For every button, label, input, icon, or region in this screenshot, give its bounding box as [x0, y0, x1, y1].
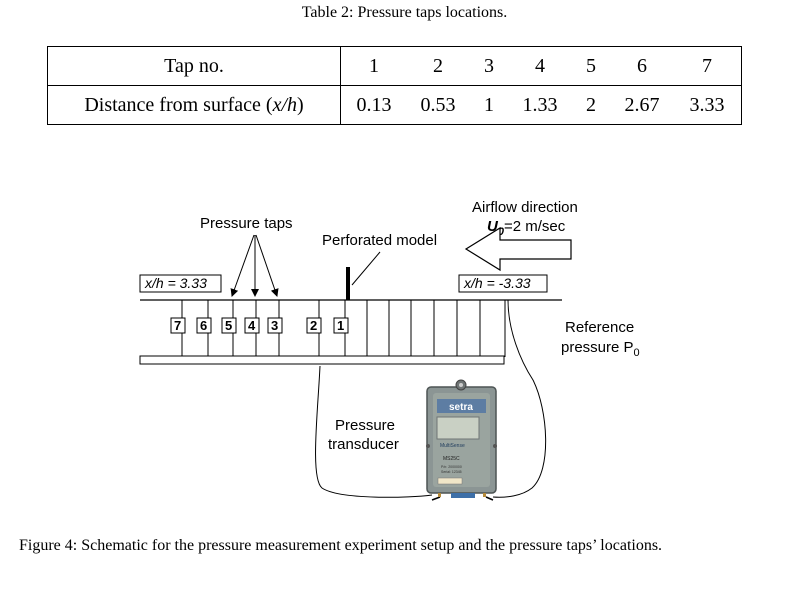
label-perforated-model: Perforated model: [322, 232, 437, 249]
distance-cell: 2: [571, 85, 611, 125]
label-transducer-line2: transducer: [328, 436, 399, 453]
svg-text:6: 6: [200, 318, 207, 333]
row-header-distance: Distance from surface (x/h): [47, 85, 341, 125]
tap-number-cell: 4: [509, 46, 571, 86]
label-pressure-taps: Pressure taps: [200, 215, 293, 232]
tap-box-3: 3: [267, 317, 283, 334]
tube-reference-pressure: [492, 299, 547, 498]
distance-header-close: ): [297, 93, 304, 116]
device-code: MS25C: [443, 456, 460, 462]
distance-header-text: Distance from surface (: [84, 93, 273, 116]
tap-box-6: 6: [196, 317, 212, 334]
label-airflow-direction: Airflow direction: [472, 199, 578, 216]
distance-cell: 3.33: [673, 85, 742, 125]
distance-header-var: x/h: [272, 93, 297, 116]
figure-caption: Figure 4: Schematic for the pressure mea…: [19, 537, 663, 554]
pressure-taps-table: Tap no. 1 2 3 4 5 6 7 Distance from surf…: [47, 46, 742, 125]
reference-subscript: 0: [634, 347, 640, 359]
experiment-schematic: Pressure taps Perforated model Airflow d…: [139, 199, 640, 501]
label-xh-left: x/h = 3.33: [144, 275, 207, 291]
svg-text:5: 5: [225, 318, 232, 333]
pressure-taps-arrows: [230, 234, 279, 297]
label-transducer-line1: Pressure: [335, 417, 395, 434]
reference-text: pressure P: [561, 339, 634, 356]
pressure-transducer-device: setra MultiSense MS25C P/n: 2000000 Seri…: [426, 379, 497, 498]
row-header-tap-no: Tap no.: [47, 46, 341, 86]
label-reference-line1: Reference: [565, 319, 634, 336]
tap-number-cell: 6: [611, 46, 673, 86]
airflow-arrow-icon: [464, 226, 572, 272]
svg-text:7: 7: [174, 318, 181, 333]
perforated-model: [346, 267, 350, 300]
distance-cell: 2.67: [611, 85, 673, 125]
tap-number-cell: 7: [673, 46, 742, 86]
distance-cell: 0.13: [340, 85, 407, 125]
device-small-2: Serial: 12345: [441, 470, 462, 474]
perforated-model-pointer: [351, 251, 381, 286]
distance-cell: 1: [469, 85, 509, 125]
tap-box-4: 4: [244, 317, 260, 334]
label-airflow-velocity: U0=2 m/sec: [487, 218, 566, 238]
tube-end-left: [431, 496, 441, 501]
label-xh-right: x/h = -3.33: [463, 275, 531, 291]
distance-cell: 1.33: [509, 85, 571, 125]
svg-text:4: 4: [248, 318, 256, 333]
device-small-1: P/n: 2000000: [441, 465, 462, 469]
svg-text:1: 1: [337, 318, 344, 333]
tap-number-cell: 5: [571, 46, 611, 86]
xh-left-box: [139, 274, 222, 293]
tap-box-5: 5: [221, 317, 237, 334]
tap-box-1: 1: [333, 317, 349, 334]
bottom-plate: [139, 355, 505, 365]
tap-number-cell: 2: [407, 46, 469, 86]
label-reference-line2: pressure P0: [561, 339, 640, 359]
xh-right-box: [458, 274, 548, 293]
device-model: MultiSense: [440, 443, 465, 449]
tap-box-2: 2: [306, 317, 322, 334]
tube-to-transducer-low: [315, 365, 433, 498]
device-brand: setra: [449, 402, 473, 413]
distance-cell: 0.53: [407, 85, 469, 125]
svg-text:2: 2: [310, 318, 317, 333]
airflow-value: =2 m/sec: [504, 218, 566, 235]
table-caption: Table 2: Pressure taps locations.: [301, 4, 508, 21]
airflow-u-subscript: 0: [498, 226, 505, 238]
table-row-tap-no: Tap no. 1 2 3 4 5 6 7: [47, 46, 742, 86]
svg-text:3: 3: [271, 318, 278, 333]
tap-number-cell: 3: [469, 46, 509, 86]
tap-box-7: 7: [170, 317, 186, 334]
tube-end-right: [485, 496, 494, 501]
table-row-distance: Distance from surface (x/h) 0.13 0.53 1 …: [47, 85, 742, 125]
tap-number-cell: 1: [340, 46, 407, 86]
